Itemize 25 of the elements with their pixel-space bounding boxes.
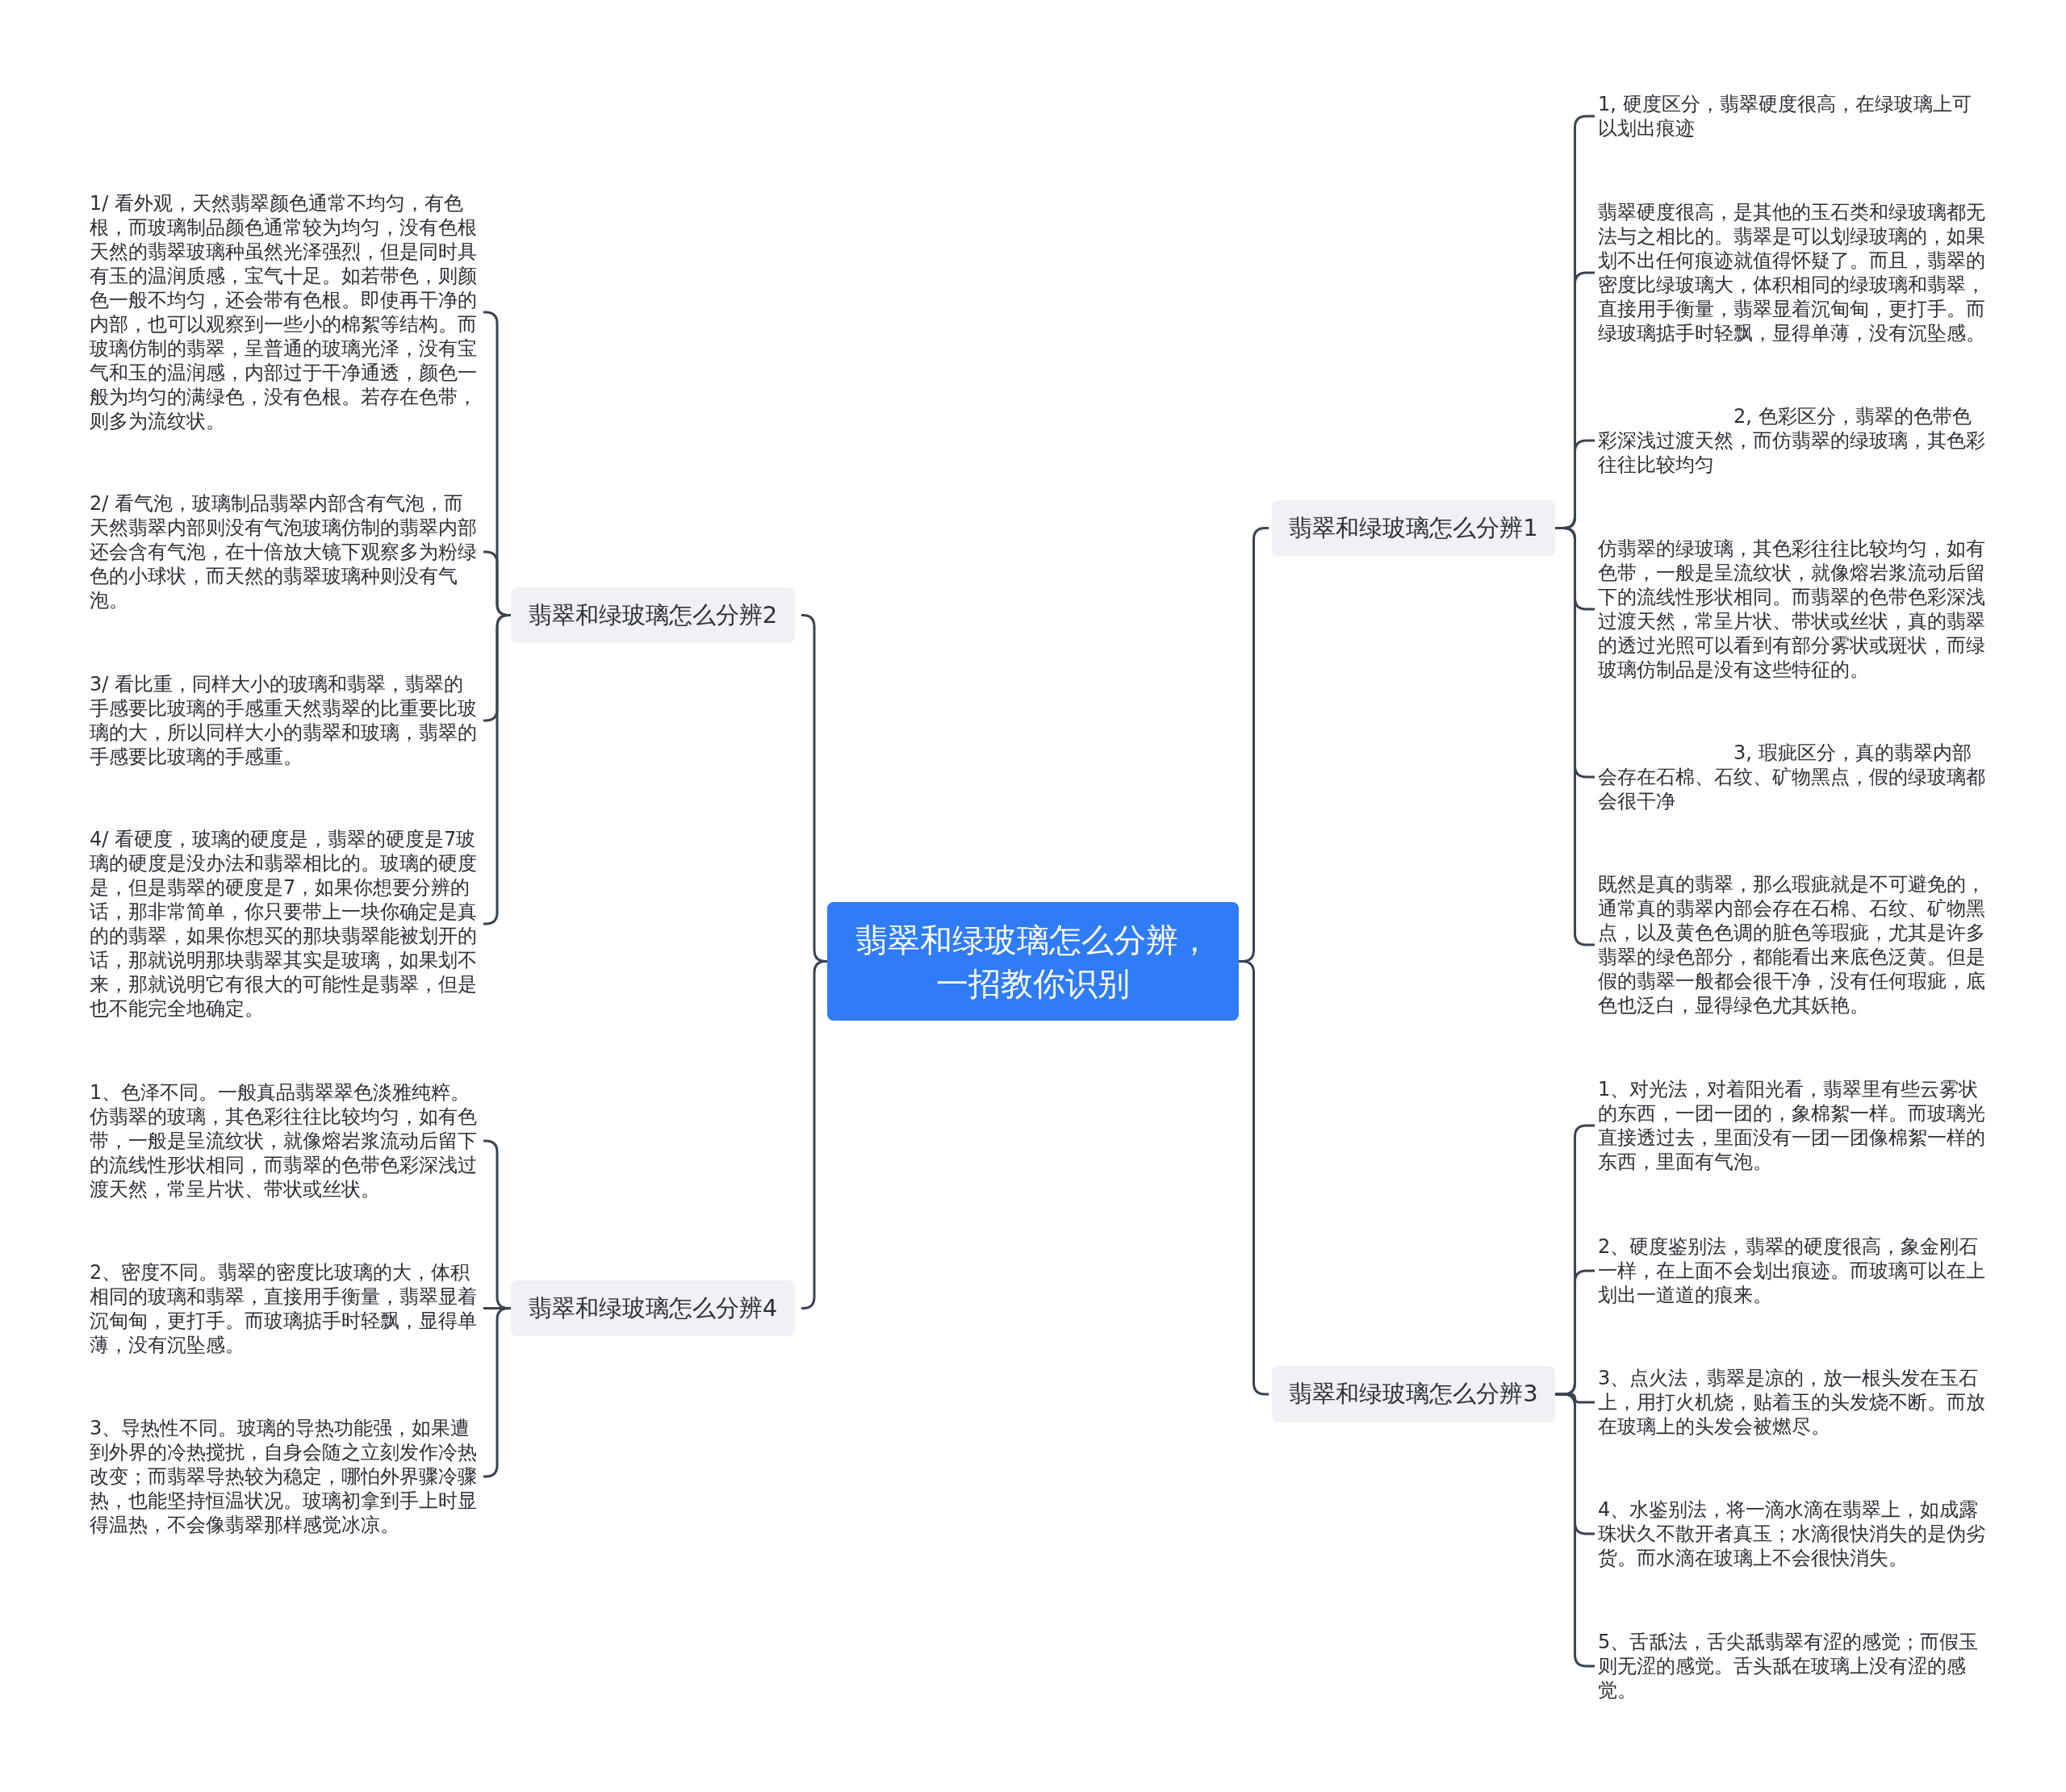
central-topic-box: 翡翠和绿玻璃怎么分辨，一招教你识别 <box>827 902 1239 1021</box>
note-text: 既然是真的翡翠，那么瑕疵就是不可避免的，通常真的翡翠内部会存在石棉、石纹、矿物黑点，以及黄色色调的脏色等瑕疵，尤其是许多翡翠的绿色部分，都能看出来底色泛黄。但是假的翡翠一般都会很干净，没有任何瑕疵，底色也泛白，显得绿色尤其妖艳。 <box>1598 872 1985 1017</box>
note-text: 4、水鉴别法，将一滴水滴在翡翠上，如成露珠状久不散开者真玉；水滴很快消失的是伪劣货。而水滴在玻璃上不会很快消失。 <box>1598 1498 1985 1570</box>
note-text: 4/ 看硬度，玻璃的硬度是，翡翠的硬度是7玻璃的硬度是没办法和翡翠相比的。玻璃的硬度是，但是翡翠的硬度是7，如果你想要分辨的话，那非常简单，你只要带上一块你确定是真的的翡翠，如果你想买的那块翡翠能被划开的话，那就说明那块翡翠其实是玻璃，如果划不来，那就说明它有很大的可能性是翡翠，但是也不能完全地确定。 <box>90 827 477 1021</box>
note-text: 2, 色彩区分，翡翠的色带色彩深浅过渡天然，而仿翡翠的绿玻璃，其色彩往往比较均匀 <box>1598 404 1985 477</box>
note-text: 2、硬度鉴别法，翡翠的硬度很高，象金刚石一样，在上面不会划出痕迹。而玻璃可以在上划出一道道的痕来。 <box>1598 1234 1985 1307</box>
topic-box: 翡翠和绿玻璃怎么分辨4 <box>511 1280 795 1336</box>
note-text: 1、色泽不同。一般真品翡翠翠色淡雅纯粹。仿翡翠的玻璃，其色彩往往比较均匀，如有色带，一般是呈流纹状，就像熔岩浆流动后留下的流线性形状相同，而翡翠的色带色彩深浅过渡天然，常呈片状、带状或丝状。 <box>90 1080 477 1201</box>
note-text: 1、对光法，对着阳光看，翡翠里有些云雾状的东西，一团一团的，象棉絮一样。而玻璃光直接透过去，里面没有一团一团像棉絮一样的东西，里面有气泡。 <box>1598 1077 1985 1174</box>
topic-box: 翡翠和绿玻璃怎么分辨1 <box>1272 500 1555 556</box>
note-text: 3、导热性不同。玻璃的导热功能强，如果遭到外界的冷热搅扰，自身会随之立刻发作冷热改变；而翡翠导热较为稳定，哪怕外界骤冷骤热，也能坚持恒温状况。玻璃初拿到手上时显得温热，不会像翡翠那样感觉冰凉。 <box>90 1416 477 1537</box>
note-text: 3/ 看比重，同样大小的玻璃和翡翠，翡翠的手感要比玻璃的手感重天然翡翠的比重要比玻璃的大，所以同样大小的翡翠和玻璃，翡翠的手感要比玻璃的手感重。 <box>90 672 477 769</box>
note-text: 2、密度不同。翡翠的密度比玻璃的大，体积相同的玻璃和翡翠，直接用手衡量，翡翠显着沉甸甸，更打手。而玻璃掂手时轻飘，显得单薄，没有沉坠感。 <box>90 1260 477 1357</box>
connector-line <box>483 1307 511 1478</box>
note-text: 3, 瑕疵区分，真的翡翠内部会存在石棉、石纹、矿物黑点，假的绿玻璃都会很干净 <box>1598 741 1985 813</box>
connector-line <box>801 960 828 1310</box>
topic-box: 翡翠和绿玻璃怎么分辨2 <box>511 587 795 643</box>
note-text: 1/ 看外观，天然翡翠颜色通常不均匀，有色根，而玻璃制品颜色通常较为均匀，没有色根天然的翡翠玻璃种虽然光泽强烈，但是同时具有玉的温润质感，宝气十足。如若带色，则颜色一般不均匀，还会带有色根。即使再干净的内部，也可以观察到一些小的棉絮等结构。而玻璃仿制的翡翠，呈普通的玻璃光泽，没有宝气和玉的温润感，内部过于干净通透，颜色一般为均匀的满绿色，没有色根。若存在色带，则多为流纹状。 <box>90 191 477 433</box>
note-text: 1, 硬度区分，翡翠硬度很高，在绿玻璃上可以划出痕迹 <box>1598 92 1972 140</box>
note-text: 2/ 看气泡，玻璃制品翡翠内部含有气泡，而天然翡翠内部则没有气泡玻璃仿制的翡翠内部还会含有气泡，在十倍放大镜下观察多为粉绿色的小球状，而天然的翡翠玻璃种则没有气泡。 <box>90 491 477 612</box>
note-text: 5、舌舐法，舌尖舐翡翠有涩的感觉；而假玉则无涩的感觉。舌头舐在玻璃上没有涩的感觉。 <box>1598 1630 1980 1702</box>
topic-box: 翡翠和绿玻璃怎么分辨3 <box>1272 1366 1555 1422</box>
note-text: 仿翡翠的绿玻璃，其色彩往往比较均匀，如有色带，一般是呈流纹状，就像熔岩浆流动后留下的流线性形状相同。而翡翠的色带色彩深浅过渡天然，常呈片状、带状或丝状，真的翡翠的透过光照可以看到有部分雾状或斑状，而绿玻璃仿制品是没有这些特征的。 <box>1598 537 1985 682</box>
note-text: 3、点火法，翡翠是凉的，放一根头发在玉石上，用打火机烧，贴着玉的头发烧不断。而放在玻璃上的头发会被燃尽。 <box>1598 1366 1985 1439</box>
note-text: 翡翠硬度很高，是其他的玉石类和绿玻璃都无法与之相比的。翡翠是可以划绿玻璃的，如果划不出任何痕迹就值得怀疑了。而且，翡翠的密度比绿玻璃大，体积相同的绿玻璃和翡翠，直接用手衡量，翡翠显着沉甸甸，更打手。而绿玻璃掂手时轻飘，显得单薄，没有沉坠感。 <box>1598 200 1985 345</box>
